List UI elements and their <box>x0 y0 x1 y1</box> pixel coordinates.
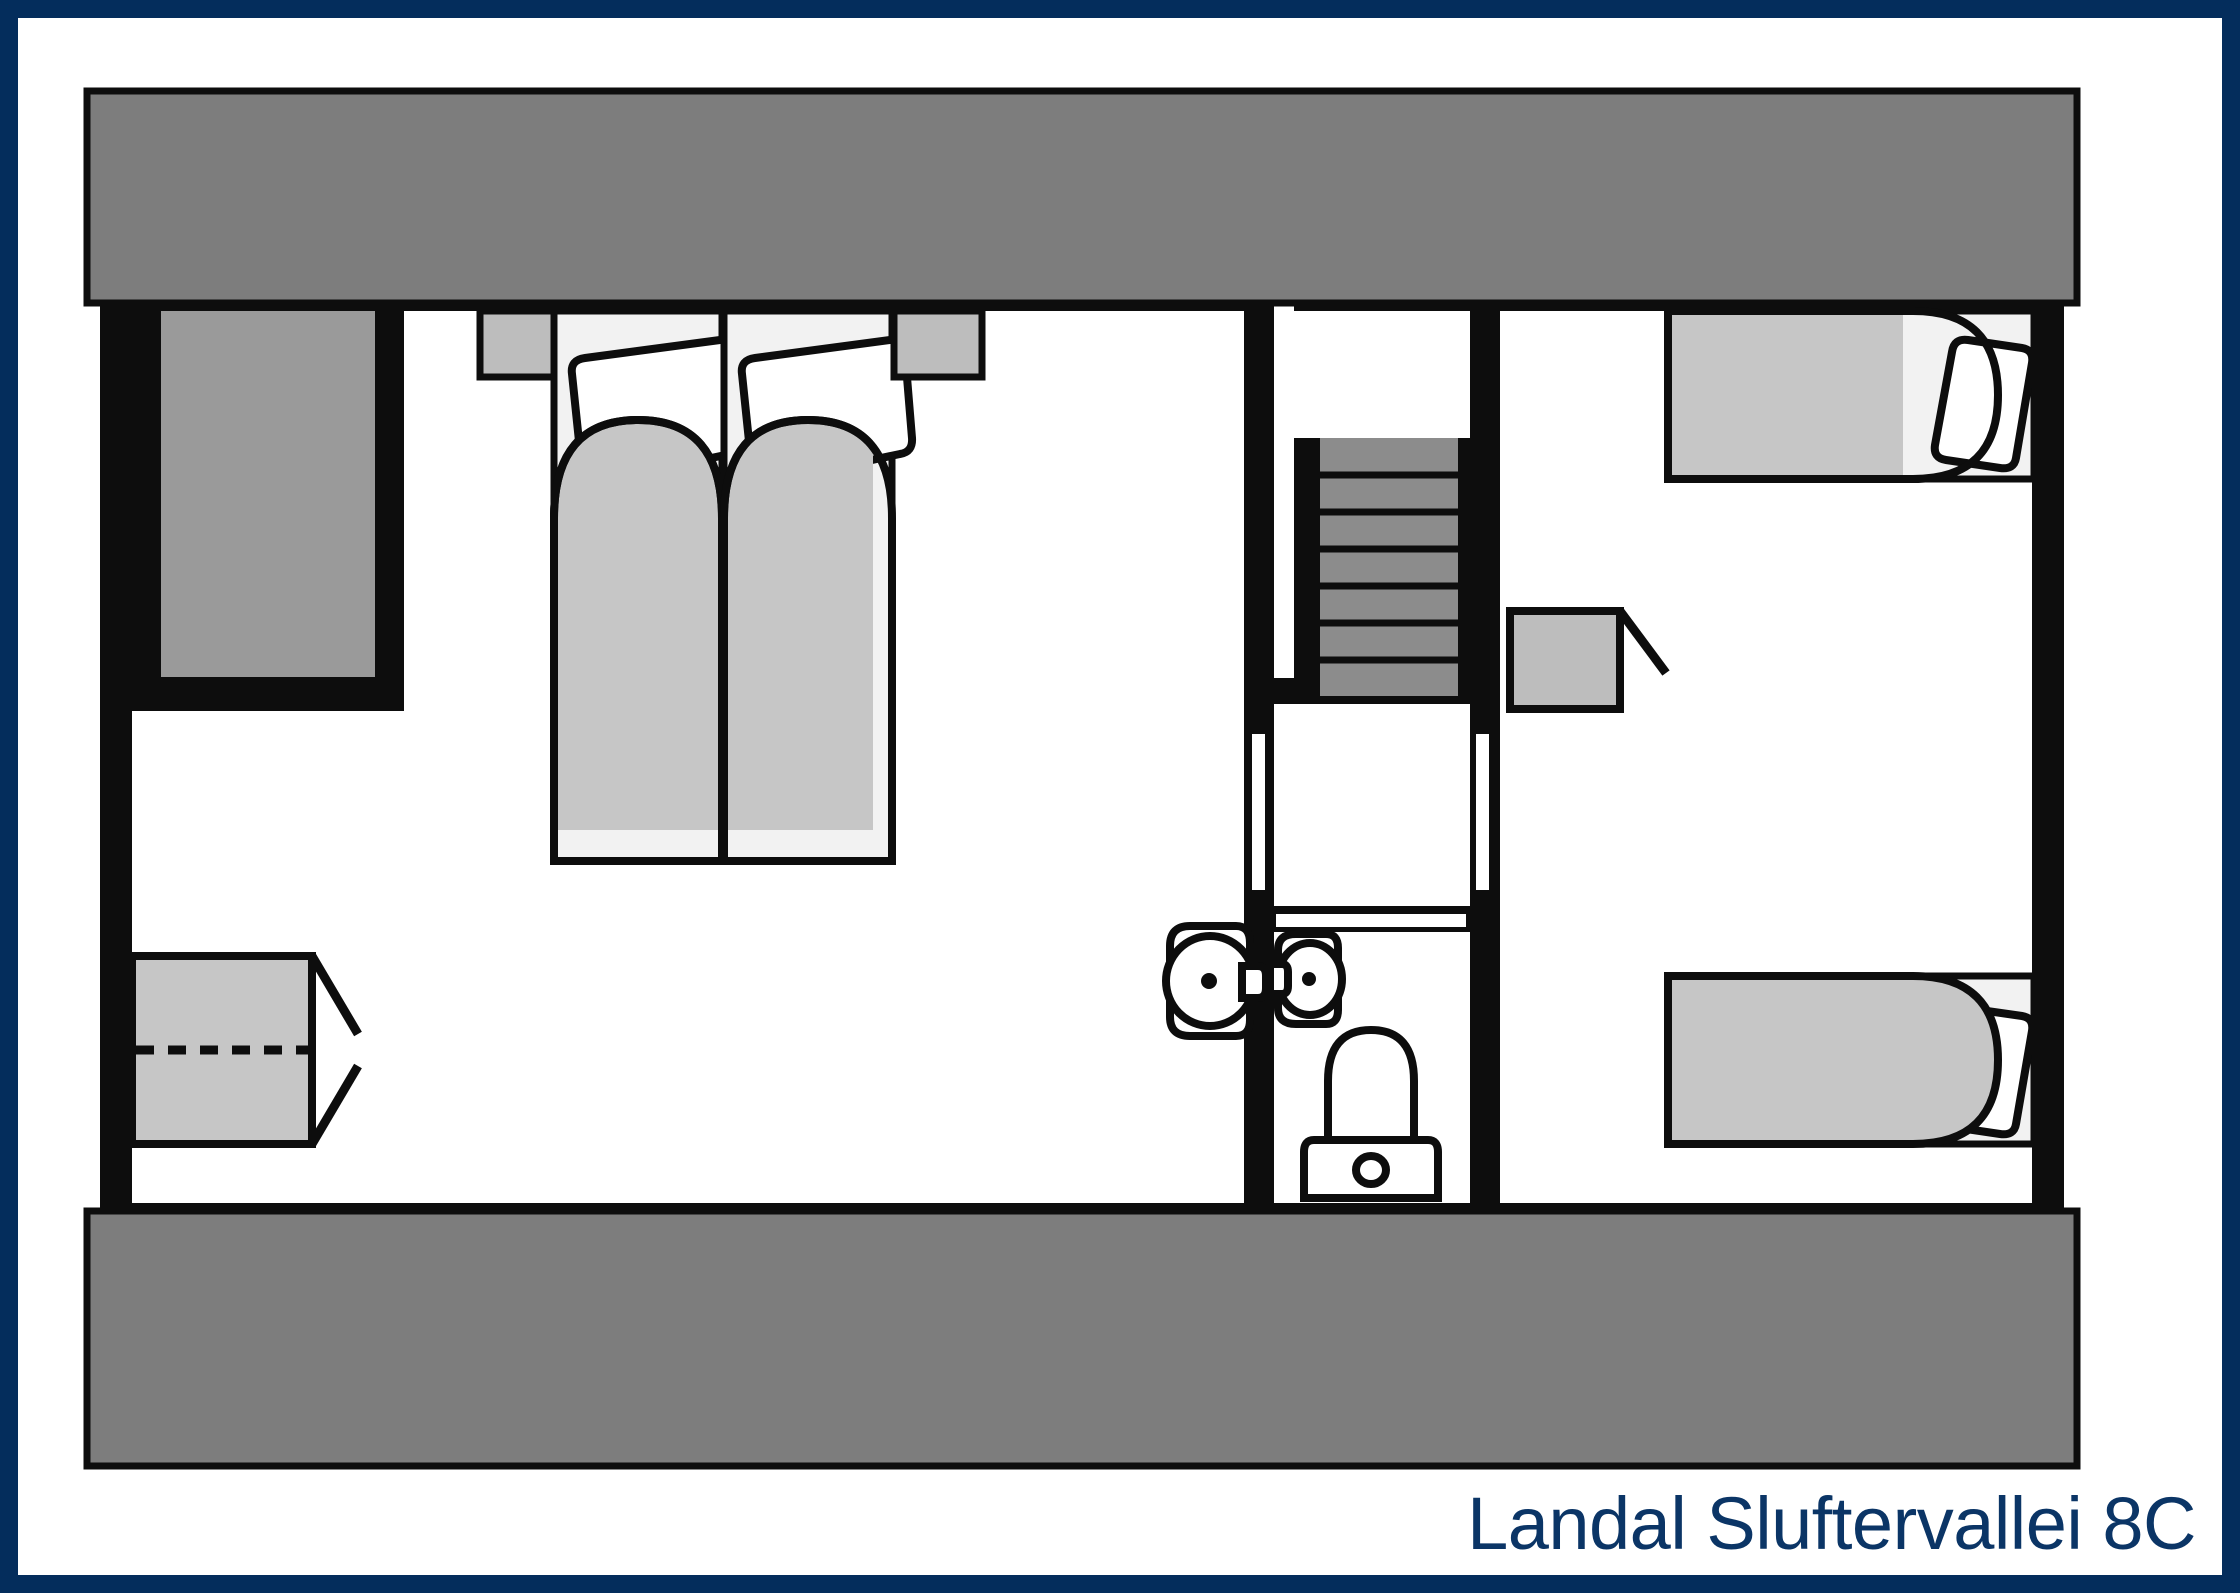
wall-stair-left <box>1294 438 1320 696</box>
bed-right-top <box>1664 307 2038 483</box>
wall-top-edge <box>100 303 2064 311</box>
wardrobe-top-left <box>132 311 404 711</box>
duvet <box>1664 310 1903 483</box>
washbasin-left <box>1162 922 1270 1040</box>
toilet <box>1300 1025 1442 1202</box>
roof-band-top-overlay <box>83 87 2081 307</box>
roof-band-bottom-overlay <box>83 1207 2081 1470</box>
door-swing-lower <box>308 1063 362 1147</box>
duvet <box>720 415 873 830</box>
door-swing <box>1616 608 1670 676</box>
door-opening-left <box>1252 734 1265 890</box>
stair-head-gap <box>1274 303 1294 443</box>
washbasin-right <box>1266 930 1346 1028</box>
duvet-outline <box>1664 307 2003 483</box>
door-opening-right <box>1476 734 1489 890</box>
pillow <box>1930 335 2037 473</box>
cabinet-right <box>1506 607 1670 713</box>
landing-door-openings <box>1252 734 1489 927</box>
stair-treads <box>1320 471 1458 664</box>
toilet-flush <box>1352 1152 1390 1188</box>
duvet <box>550 415 726 830</box>
door-swing-upper <box>308 953 362 1037</box>
floorplan-stage: Landal Sluftervallei 8C <box>18 18 2222 1575</box>
faucet <box>1266 960 1292 998</box>
duvet-outline <box>550 415 726 865</box>
door-opening-wc <box>1276 914 1466 927</box>
floorplan-drawing <box>18 18 2222 1575</box>
bed-right-bottom <box>1664 972 2038 1148</box>
duvet-outline <box>720 415 896 865</box>
page-title: Landal Sluftervallei 8C <box>1467 1482 2196 1565</box>
wardrobe-bottom-left <box>128 952 362 1148</box>
wall-stair-right <box>1458 438 1484 696</box>
wall-bottom-edge <box>100 1203 2064 1211</box>
duvet <box>1664 972 2003 1148</box>
staircase <box>1320 438 1458 696</box>
bed-twin-right <box>720 307 986 865</box>
nightstand-right <box>890 307 986 381</box>
faucet <box>1238 962 1270 1002</box>
wall-exterior-right-cap <box>2032 303 2064 1211</box>
toilet-bowl <box>1324 1025 1418 1144</box>
wall-exterior-left-cap <box>100 303 132 1211</box>
bed-twin-left <box>476 307 747 865</box>
